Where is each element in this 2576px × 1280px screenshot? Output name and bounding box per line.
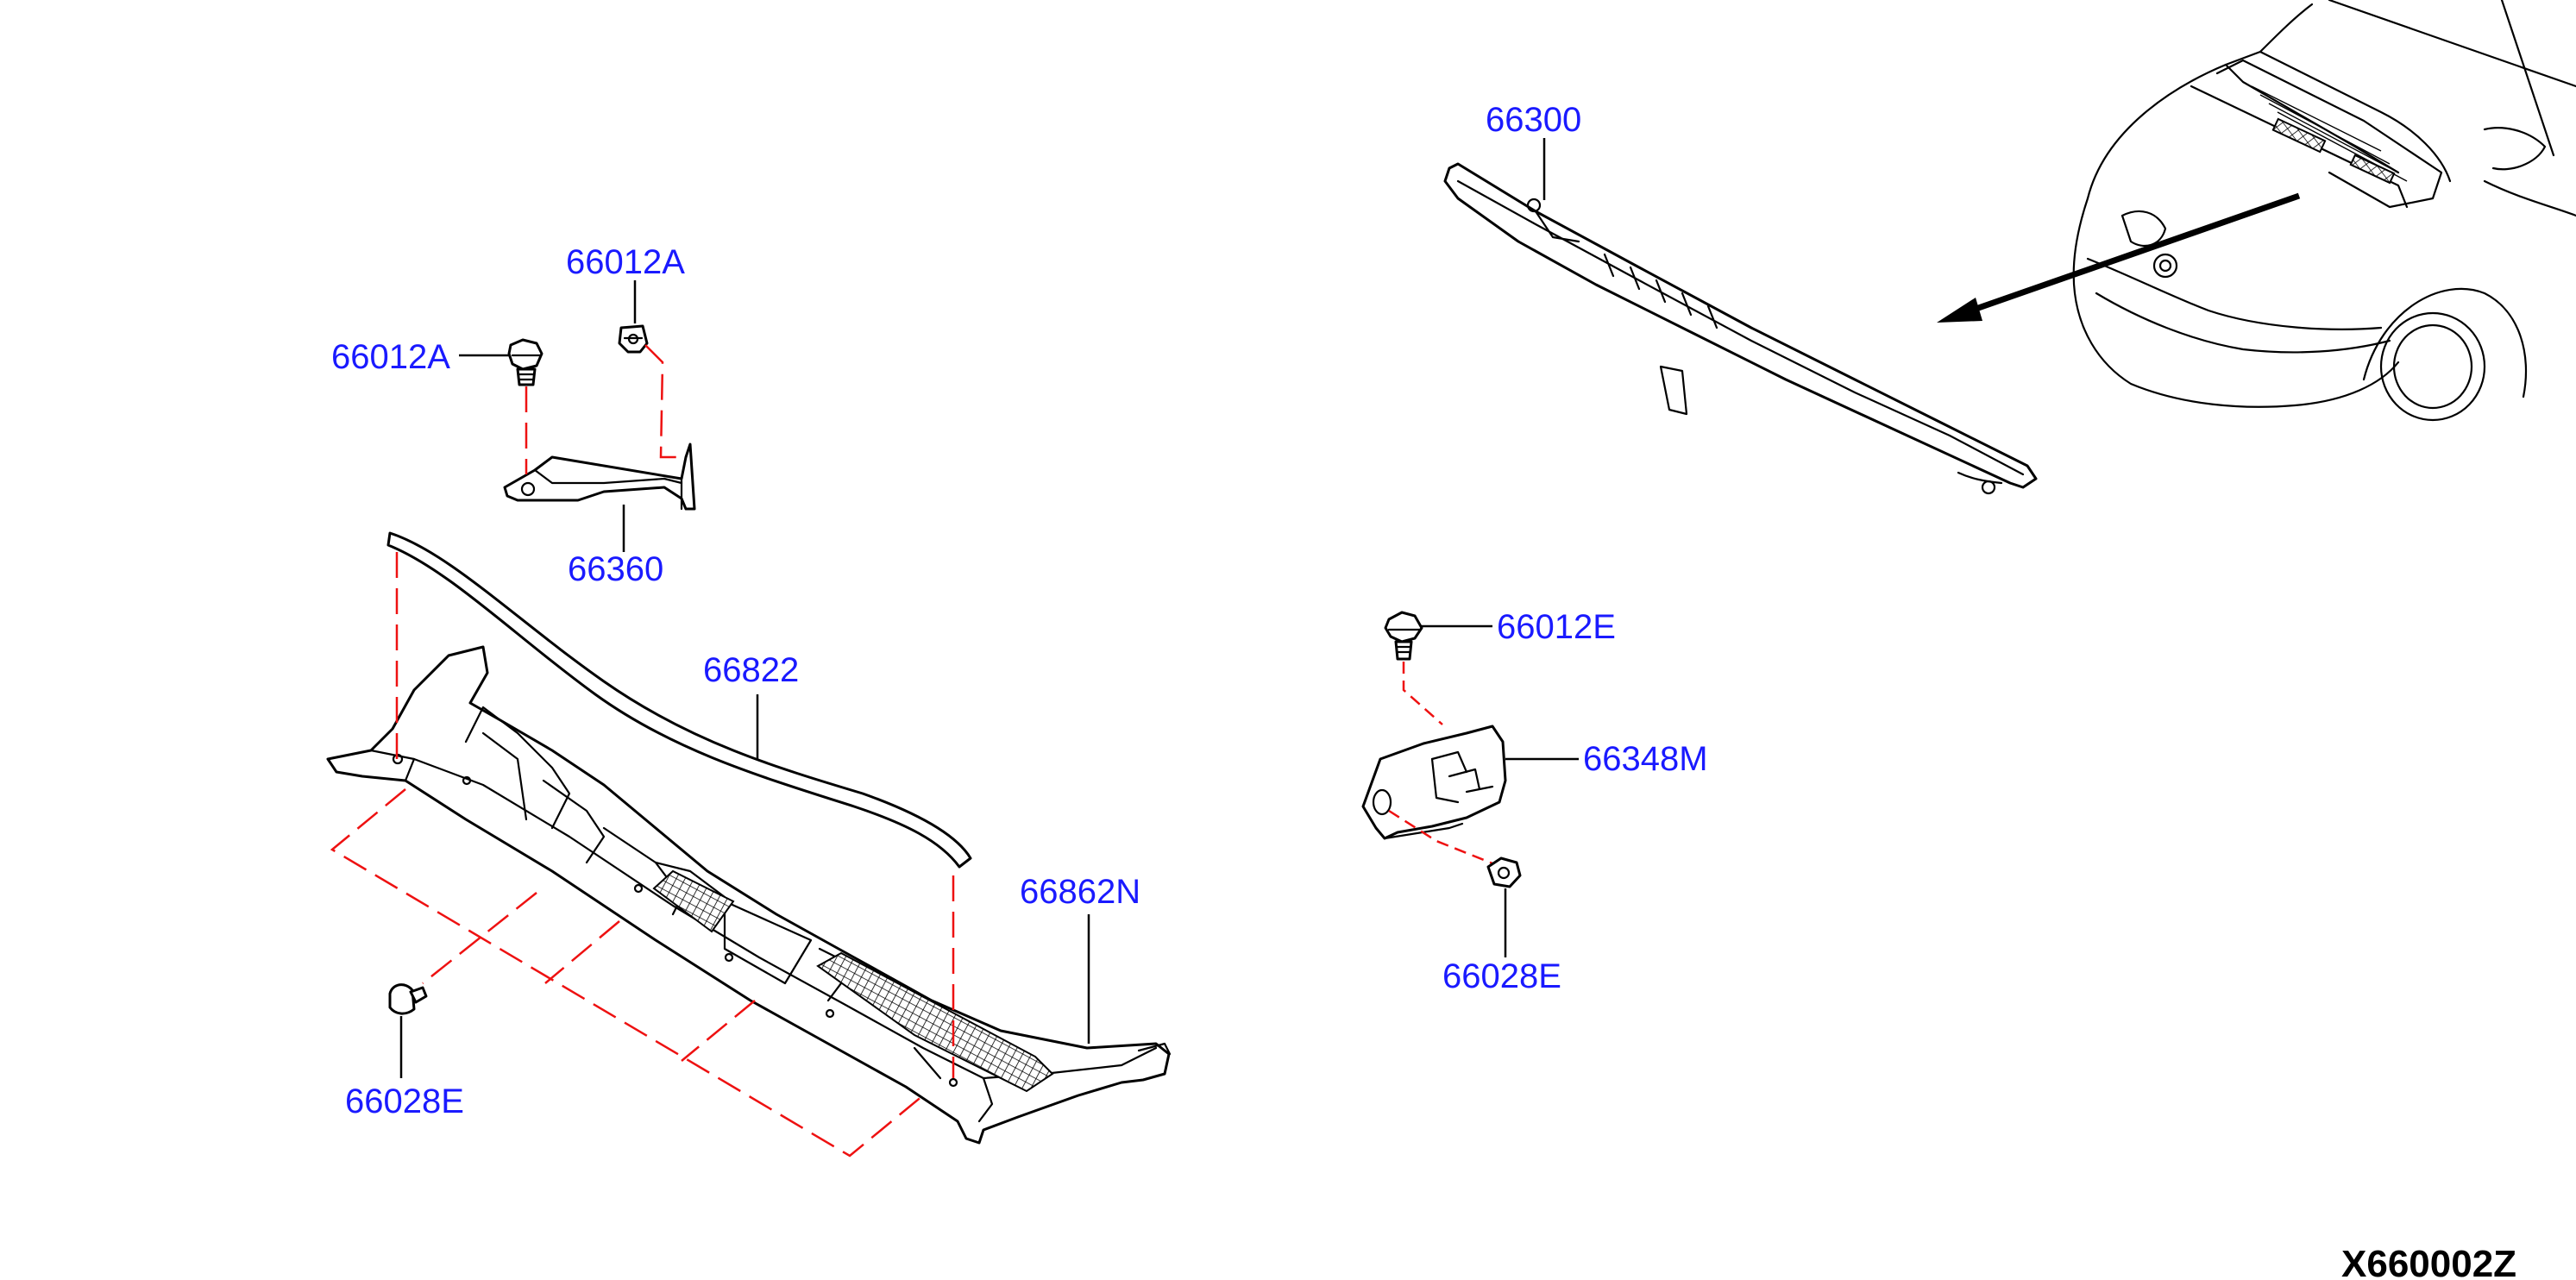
label-66028e-left: 66028E xyxy=(345,1082,464,1120)
cowl-top-cover-66300 xyxy=(1443,162,2038,495)
label-66862n: 66862N xyxy=(1020,873,1140,911)
label-66360: 66360 xyxy=(568,550,663,588)
label-66822: 66822 xyxy=(703,651,799,689)
vehicle-illustration xyxy=(1937,0,2576,422)
label-66012a-left: 66012A xyxy=(331,338,450,376)
clip-66012a-top xyxy=(618,324,649,354)
label-66012a-top: 66012A xyxy=(566,243,685,281)
clip-66028e-right xyxy=(1486,856,1522,888)
bracket-66348m xyxy=(1361,725,1507,840)
seal-66822 xyxy=(386,531,972,869)
cowl-top-grille-66862n xyxy=(326,645,1172,1145)
bolt-66012a-left xyxy=(507,338,543,386)
bolt-66012e xyxy=(1384,611,1423,661)
label-66012e: 66012E xyxy=(1497,608,1616,646)
label-66300: 66300 xyxy=(1486,101,1581,139)
label-66348m: 66348M xyxy=(1583,740,1708,778)
clip-66028e-left xyxy=(388,983,428,1015)
diagram-code: X660002Z xyxy=(2341,1243,2516,1280)
label-66028e-right: 66028E xyxy=(1442,957,1561,995)
bracket-66360 xyxy=(503,442,696,511)
